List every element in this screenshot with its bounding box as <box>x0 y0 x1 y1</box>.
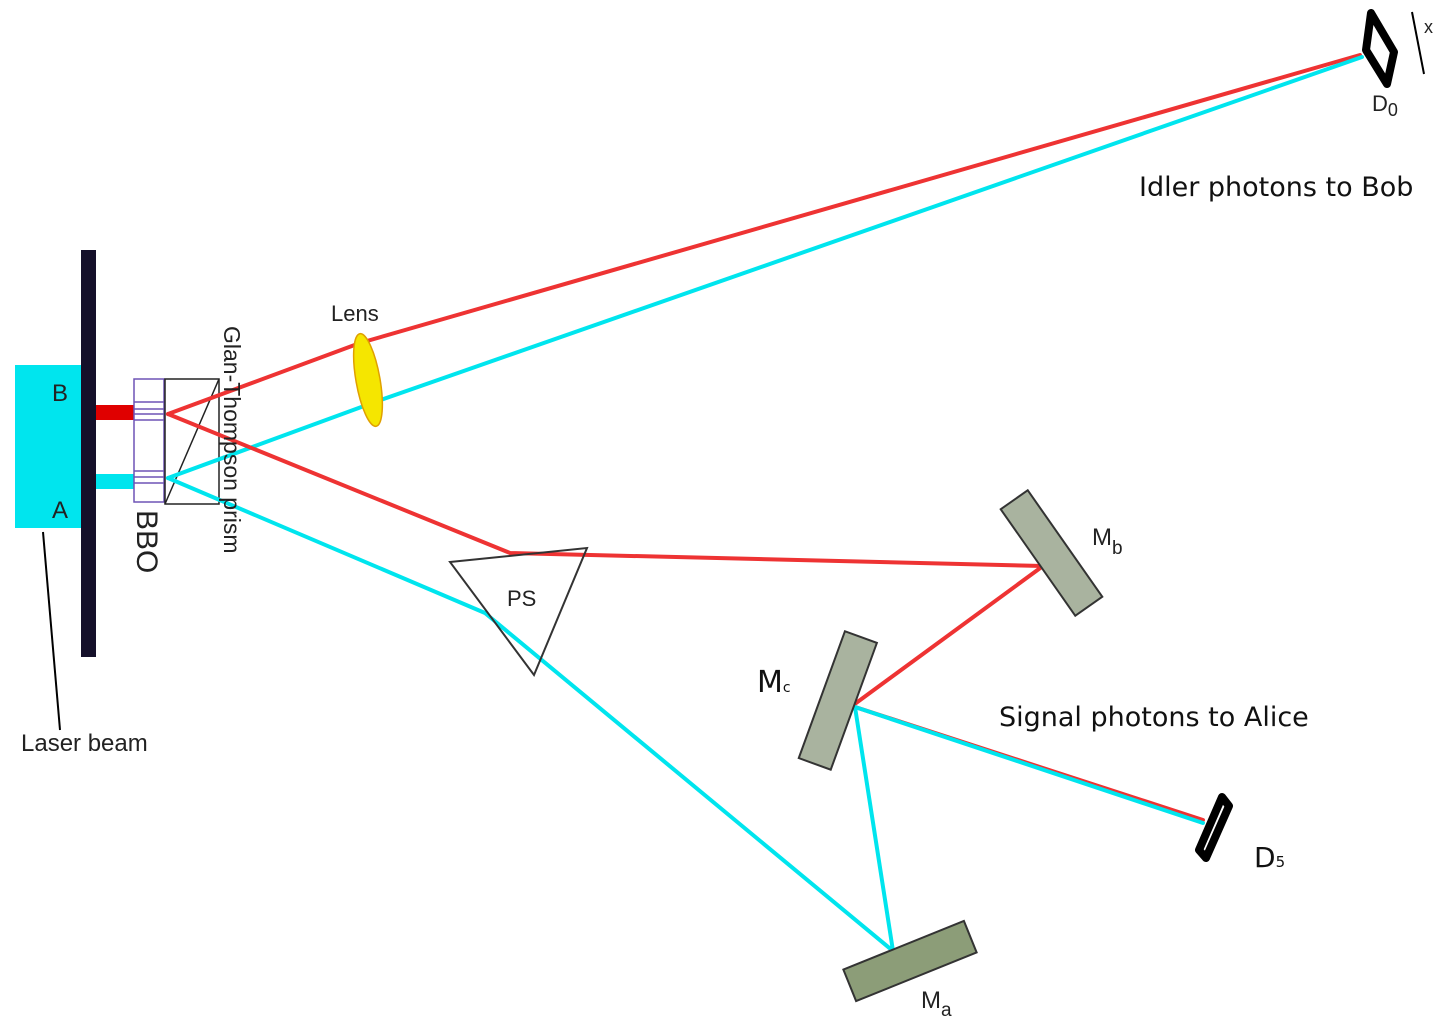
idler-beam-red <box>166 53 1362 416</box>
slit-b-label: B <box>52 380 68 407</box>
mirror-ma-label: Ma <box>921 987 952 1021</box>
lens-label: Lens <box>331 301 379 326</box>
mirror-mc <box>797 629 879 771</box>
mirror-mb-label: Mb <box>1092 524 1123 559</box>
mirror-ma <box>842 919 978 1003</box>
x-axis-indicator <box>1411 11 1425 75</box>
detector-d5-label: D5 <box>1254 841 1285 874</box>
mirror-mb <box>999 488 1104 618</box>
double-slit-screen <box>81 250 96 657</box>
prism-splitter <box>448 546 589 678</box>
ps-label: PS <box>507 586 536 611</box>
slit-b-beam <box>96 405 134 420</box>
lens <box>352 332 384 428</box>
mirror-mc-label: Mc <box>757 665 791 700</box>
glan-thompson-label: Glan-Thompson prism <box>219 326 245 554</box>
idler-photons-label: Idler photons to Bob <box>1139 172 1413 203</box>
laser-source-block <box>15 365 83 528</box>
slit-a-label: A <box>52 497 68 524</box>
bbo-crystal <box>133 378 165 503</box>
signal-photons-label: Signal photons to Alice <box>999 702 1309 733</box>
bbo-label: BBO <box>130 510 163 573</box>
signal-beam-red <box>166 412 1205 822</box>
detector-d5-icon <box>1195 793 1233 862</box>
laser-pointer-line <box>42 531 61 731</box>
x-label: x <box>1424 17 1433 37</box>
slit-a-beam <box>96 474 134 489</box>
detector-d0-icon <box>1362 9 1398 88</box>
idler-beam-cyan <box>166 55 1364 480</box>
laser-beam-label: Laser beam <box>21 730 148 757</box>
detector-d0-label: D0 <box>1372 91 1398 120</box>
